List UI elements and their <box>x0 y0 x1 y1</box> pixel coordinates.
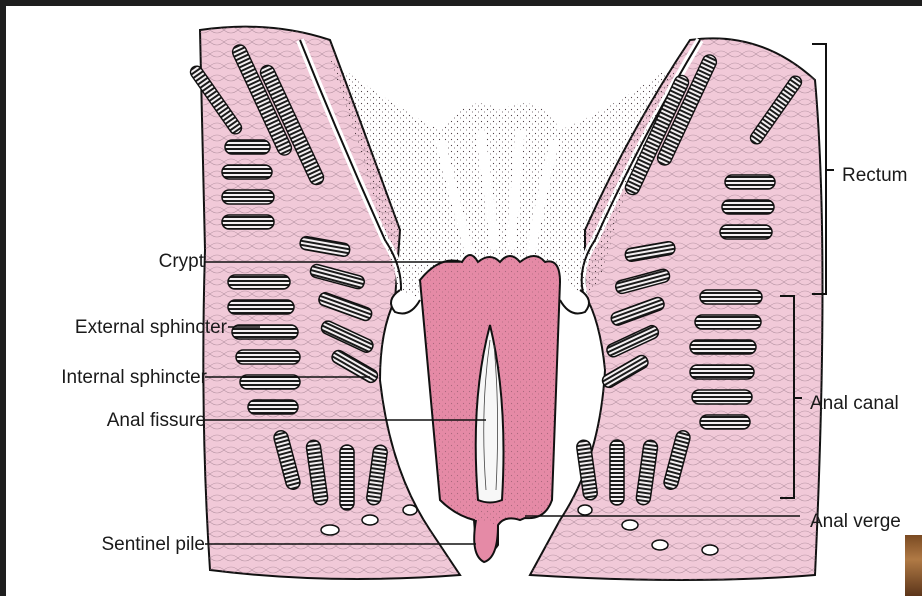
right-crypt-curl <box>560 290 589 314</box>
label-crypt: Crypt <box>159 252 204 271</box>
label-sentinel-pile: Sentinel pile <box>101 535 205 554</box>
label-anal-fissure: Anal fissure <box>107 411 206 430</box>
label-anal-verge: Anal verge <box>810 512 901 531</box>
label-internal-sphincter: Internal sphincter <box>61 368 207 387</box>
diagram-canvas: Crypt External sphincter Internal sphinc… <box>6 0 922 596</box>
label-external-sphincter: External sphincter <box>75 318 227 337</box>
anorectal-anatomy-diagram <box>6 6 922 596</box>
photo-thumbnail-fragment <box>905 535 922 596</box>
label-anal-canal: Anal canal <box>810 394 899 413</box>
sentinel-pile-shape <box>474 520 498 562</box>
label-rectum: Rectum <box>842 166 907 185</box>
